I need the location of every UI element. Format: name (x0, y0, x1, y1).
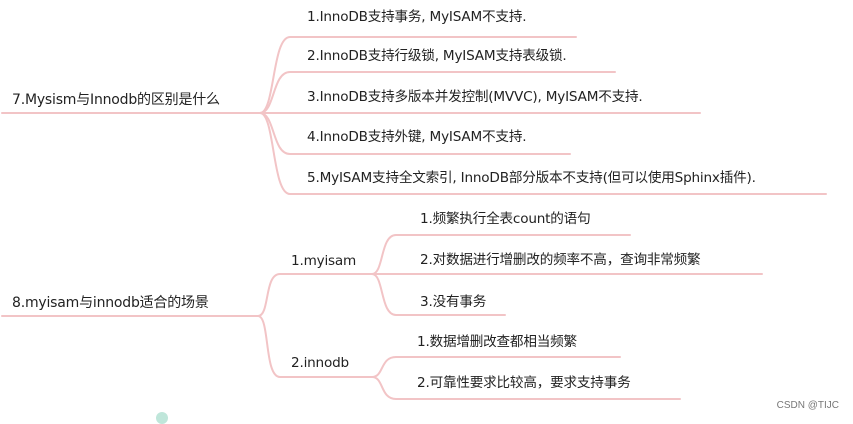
topic7-item-4[interactable]: 4.InnoDB支持外键, MyISAM不支持. (307, 129, 527, 145)
topic7-item-1[interactable]: 1.InnoDB支持事务, MyISAM不支持. (307, 9, 527, 25)
branch-myisam[interactable]: 1.myisam (291, 253, 357, 269)
innodb-item-2[interactable]: 2.可靠性要求比较高，要求支持事务 (417, 375, 631, 391)
topic7-title[interactable]: 7.Mysism与Innodb的区别是什么 (12, 92, 220, 108)
myisam-child-3 (371, 273, 506, 316)
topic7-item-3[interactable]: 3.InnoDB支持多版本并发控制(MVVC), MyISAM不支持. (307, 89, 643, 105)
myisam-item-2[interactable]: 2.对数据进行增删改的频率不高，查询非常频繁 (420, 252, 701, 268)
watermark: CSDN @TIJC (776, 400, 839, 411)
myisam-item-1[interactable]: 1.频繁执行全表count的语句 (420, 211, 591, 227)
branch-innodb[interactable]: 2.innodb (291, 355, 349, 371)
innodb-child-2 (371, 376, 681, 400)
topic8-branch-innodb (257, 315, 373, 378)
innodb-item-1[interactable]: 1.数据增删改查都相当频繁 (417, 334, 577, 350)
topic7-item-5[interactable]: 5.MyISAM支持全文索引, InnoDB部分版本不支持(但可以使用Sphin… (307, 170, 756, 186)
topic7-item-2[interactable]: 2.InnoDB支持行级锁, MyISAM支持表级锁. (307, 48, 567, 64)
topic7-branch-2 (259, 71, 616, 114)
myisam-item-3[interactable]: 3.没有事务 (420, 294, 487, 310)
topic8-branch-myisam (257, 273, 373, 317)
topic7-branch-5 (259, 112, 827, 195)
topic7-branch-1 (259, 36, 577, 114)
collapse-dot-icon (156, 412, 168, 424)
innodb-child-1 (371, 356, 621, 378)
topic8-title[interactable]: 8.myisam与innodb适合的场景 (12, 295, 209, 311)
myisam-child-1 (371, 234, 631, 275)
